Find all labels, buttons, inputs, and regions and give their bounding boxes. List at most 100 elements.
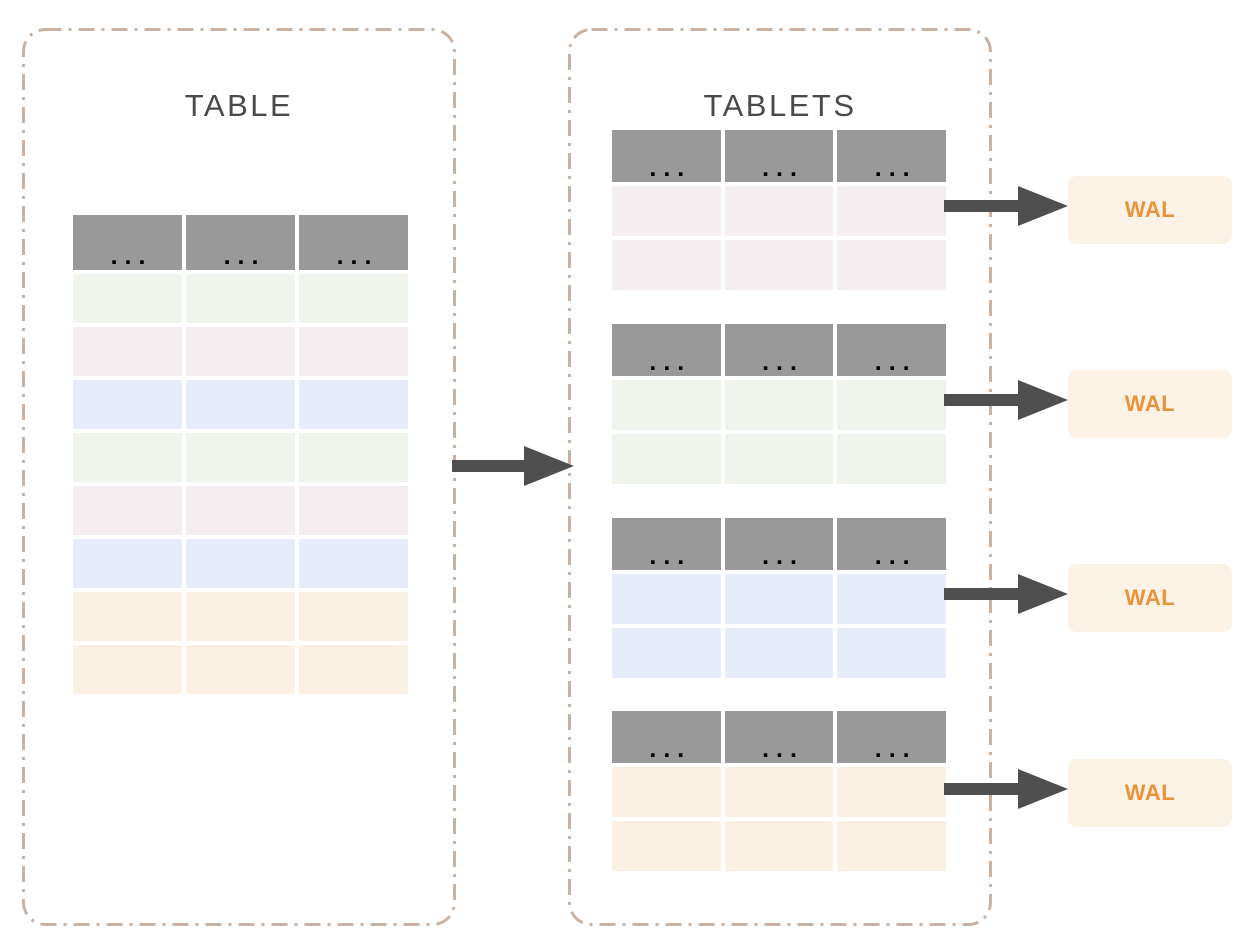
table-panel-title: TABLE: [184, 88, 294, 123]
main-table-row: [73, 433, 408, 482]
main-table-cell: [299, 645, 408, 694]
tablet-cell: [612, 821, 721, 871]
tablet-cell: [612, 434, 721, 484]
main-table-cell: [186, 380, 295, 429]
wal-label: WAL: [1124, 780, 1176, 805]
tablet-header-cell: ...: [724, 518, 834, 570]
tablet-table-2: .........: [612, 324, 947, 484]
tablet-header-cell: ...: [837, 130, 947, 182]
tablet-cell: [837, 574, 947, 624]
tablet-row: [612, 821, 947, 871]
main-table-cell: [73, 539, 182, 588]
main-table-row: [73, 327, 408, 376]
tablet-header-cell: ...: [612, 130, 721, 182]
tablet-cell: [612, 628, 721, 678]
ellipsis-dots: ...: [762, 154, 804, 182]
main-table-row: [73, 645, 408, 694]
tablet-row: [612, 186, 947, 236]
tablet-cell: [837, 821, 947, 871]
main-table-cell: [186, 433, 295, 482]
ellipsis-dots: ...: [762, 348, 804, 376]
tablet-header-cell: ...: [724, 130, 834, 182]
tablet-header-cell: ...: [837, 711, 947, 763]
ellipsis-dots: ...: [223, 242, 266, 270]
main-table-cell: [73, 433, 182, 482]
tablet-header-cell: ...: [724, 324, 834, 376]
main-table-cell: [186, 539, 295, 588]
main-table-header-cell: ...: [299, 215, 408, 270]
wal-label: WAL: [1124, 585, 1176, 610]
ellipsis-dots: ...: [649, 735, 692, 763]
tablet-cell: [724, 434, 834, 484]
ellipsis-dots: ...: [110, 242, 153, 270]
main-table-row: [73, 274, 408, 323]
main-table-row: [73, 539, 408, 588]
wal-label: WAL: [1124, 391, 1176, 416]
tablet-row: [612, 380, 947, 430]
tablet-cell: [724, 821, 834, 871]
tablet-header-cell: ...: [724, 711, 834, 763]
main-table-row: [73, 380, 408, 429]
wal-label: WAL: [1124, 197, 1176, 222]
tablet-header-cell: ...: [612, 711, 721, 763]
tablets-panel-title: TABLETS: [703, 88, 857, 123]
tablet-header-row: .........: [612, 324, 947, 376]
main-table-cell: [299, 274, 408, 323]
main-table-cell: [299, 486, 408, 535]
wal-box-4[interactable]: WAL: [1068, 759, 1232, 827]
tablet-header-row: .........: [612, 711, 947, 763]
arrow-table-to-tablets: [452, 446, 574, 486]
ellipsis-dots: ...: [874, 348, 917, 376]
tablet-row: [612, 767, 947, 817]
tablet-header-row: .........: [612, 518, 947, 570]
wal-box-1[interactable]: WAL: [1068, 176, 1232, 244]
main-table-cell: [299, 592, 408, 641]
wal-box-3[interactable]: WAL: [1068, 564, 1232, 632]
main-table-row: [73, 592, 408, 641]
ellipsis-dots: ...: [874, 735, 917, 763]
main-table-cell: [299, 433, 408, 482]
main-table-cell: [186, 274, 295, 323]
main-table-header-row: ... ... ...: [73, 215, 408, 270]
tablet-cell: [837, 628, 947, 678]
main-table-cell: [299, 327, 408, 376]
tablet-header-cell: ...: [612, 518, 721, 570]
ellipsis-dots: ...: [649, 348, 692, 376]
ellipsis-dots: ...: [336, 242, 379, 270]
tablet-cell: [724, 186, 834, 236]
tablet-header-cell: ...: [837, 324, 947, 376]
main-table-row: [73, 486, 408, 535]
main-table-cell: [73, 380, 182, 429]
tablet-row: [612, 574, 947, 624]
main-table-cell: [186, 486, 295, 535]
tablet-cell: [612, 380, 721, 430]
tablet-row: [612, 628, 947, 678]
tablet-row: [612, 240, 947, 290]
tablet-table-3: .........: [612, 518, 947, 678]
tablet-cell: [612, 574, 721, 624]
tablet-row: [612, 434, 947, 484]
tablet-table-1: .........: [612, 130, 947, 290]
tablet-header-row: .........: [612, 130, 947, 182]
tablet-cell: [612, 186, 721, 236]
tablet-cell: [837, 434, 947, 484]
tablet-cell: [837, 186, 947, 236]
main-table-cell: [186, 645, 295, 694]
tablet-cell: [612, 767, 721, 817]
tablet-cell: [724, 574, 834, 624]
wal-box-2[interactable]: WAL: [1068, 370, 1232, 438]
tablet-header-cell: ...: [837, 518, 947, 570]
main-table-header-cell: ...: [186, 215, 295, 270]
tablet-cell: [837, 767, 947, 817]
tablet-cell: [612, 240, 721, 290]
main-table-cell: [73, 274, 182, 323]
tablet-cell: [837, 240, 947, 290]
main-table-cell: [73, 592, 182, 641]
tablet-header-cell: ...: [612, 324, 721, 376]
ellipsis-dots: ...: [762, 542, 804, 570]
tablet-cell: [724, 628, 834, 678]
tablet-table-4: .........: [612, 711, 947, 871]
ellipsis-dots: ...: [874, 154, 917, 182]
main-table-cell: [186, 327, 295, 376]
ellipsis-dots: ...: [649, 154, 692, 182]
